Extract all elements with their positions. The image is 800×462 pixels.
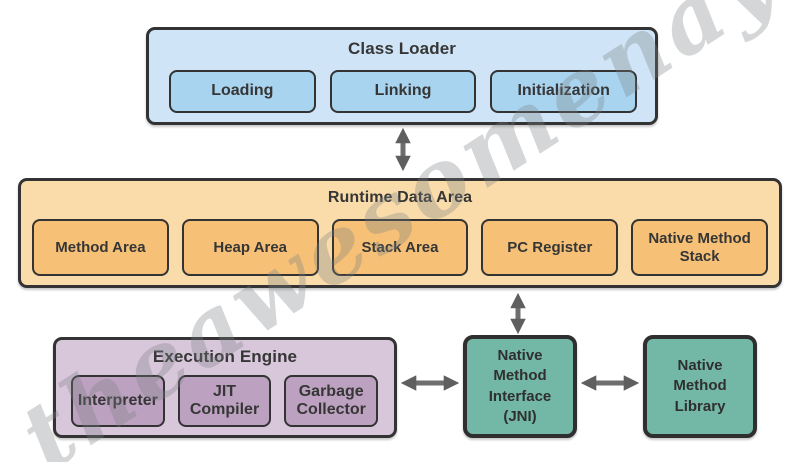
jni-box: Native Method Interface (JNI) [463, 335, 577, 438]
stack-area-box: Stack Area [331, 219, 469, 276]
pc-register-box: PC Register [481, 219, 619, 276]
class-loader-box: Class Loader Loading Linking Initializat… [146, 27, 658, 125]
execution-engine-title: Execution Engine [152, 347, 298, 366]
jni-label: Native Method Interface (JNI) [488, 347, 552, 425]
linking-box: Linking [329, 70, 477, 113]
class-loader-row: Loading Linking Initialization [169, 70, 638, 113]
runtime-data-area-row: Method Area Heap Area Stack Area PC Regi… [32, 219, 768, 276]
initialization-box: Initialization [490, 70, 638, 113]
heap-area-box: Heap Area [181, 219, 319, 276]
execution-engine-box: Execution Engine Interpreter JIT Compile… [53, 337, 397, 438]
loading-box: Loading [169, 70, 316, 113]
runtime-data-area-box: Runtime Data Area Method Area Heap Area … [18, 178, 782, 288]
execution-engine-row: Interpreter JIT Compiler Garbage Collect… [71, 375, 379, 427]
native-method-library-label: Native Method Library [673, 357, 727, 415]
garbage-collector-box: Garbage Collector [284, 375, 379, 427]
native-method-stack-box: Native Method Stack [631, 219, 768, 276]
jit-compiler-box: JIT Compiler [177, 375, 272, 427]
class-loader-title: Class Loader [348, 39, 456, 58]
interpreter-box: Interpreter [71, 375, 165, 427]
method-area-box: Method Area [32, 219, 169, 276]
runtime-data-area-title: Runtime Data Area [327, 189, 473, 206]
native-method-library-box: Native Method Library [643, 335, 757, 438]
